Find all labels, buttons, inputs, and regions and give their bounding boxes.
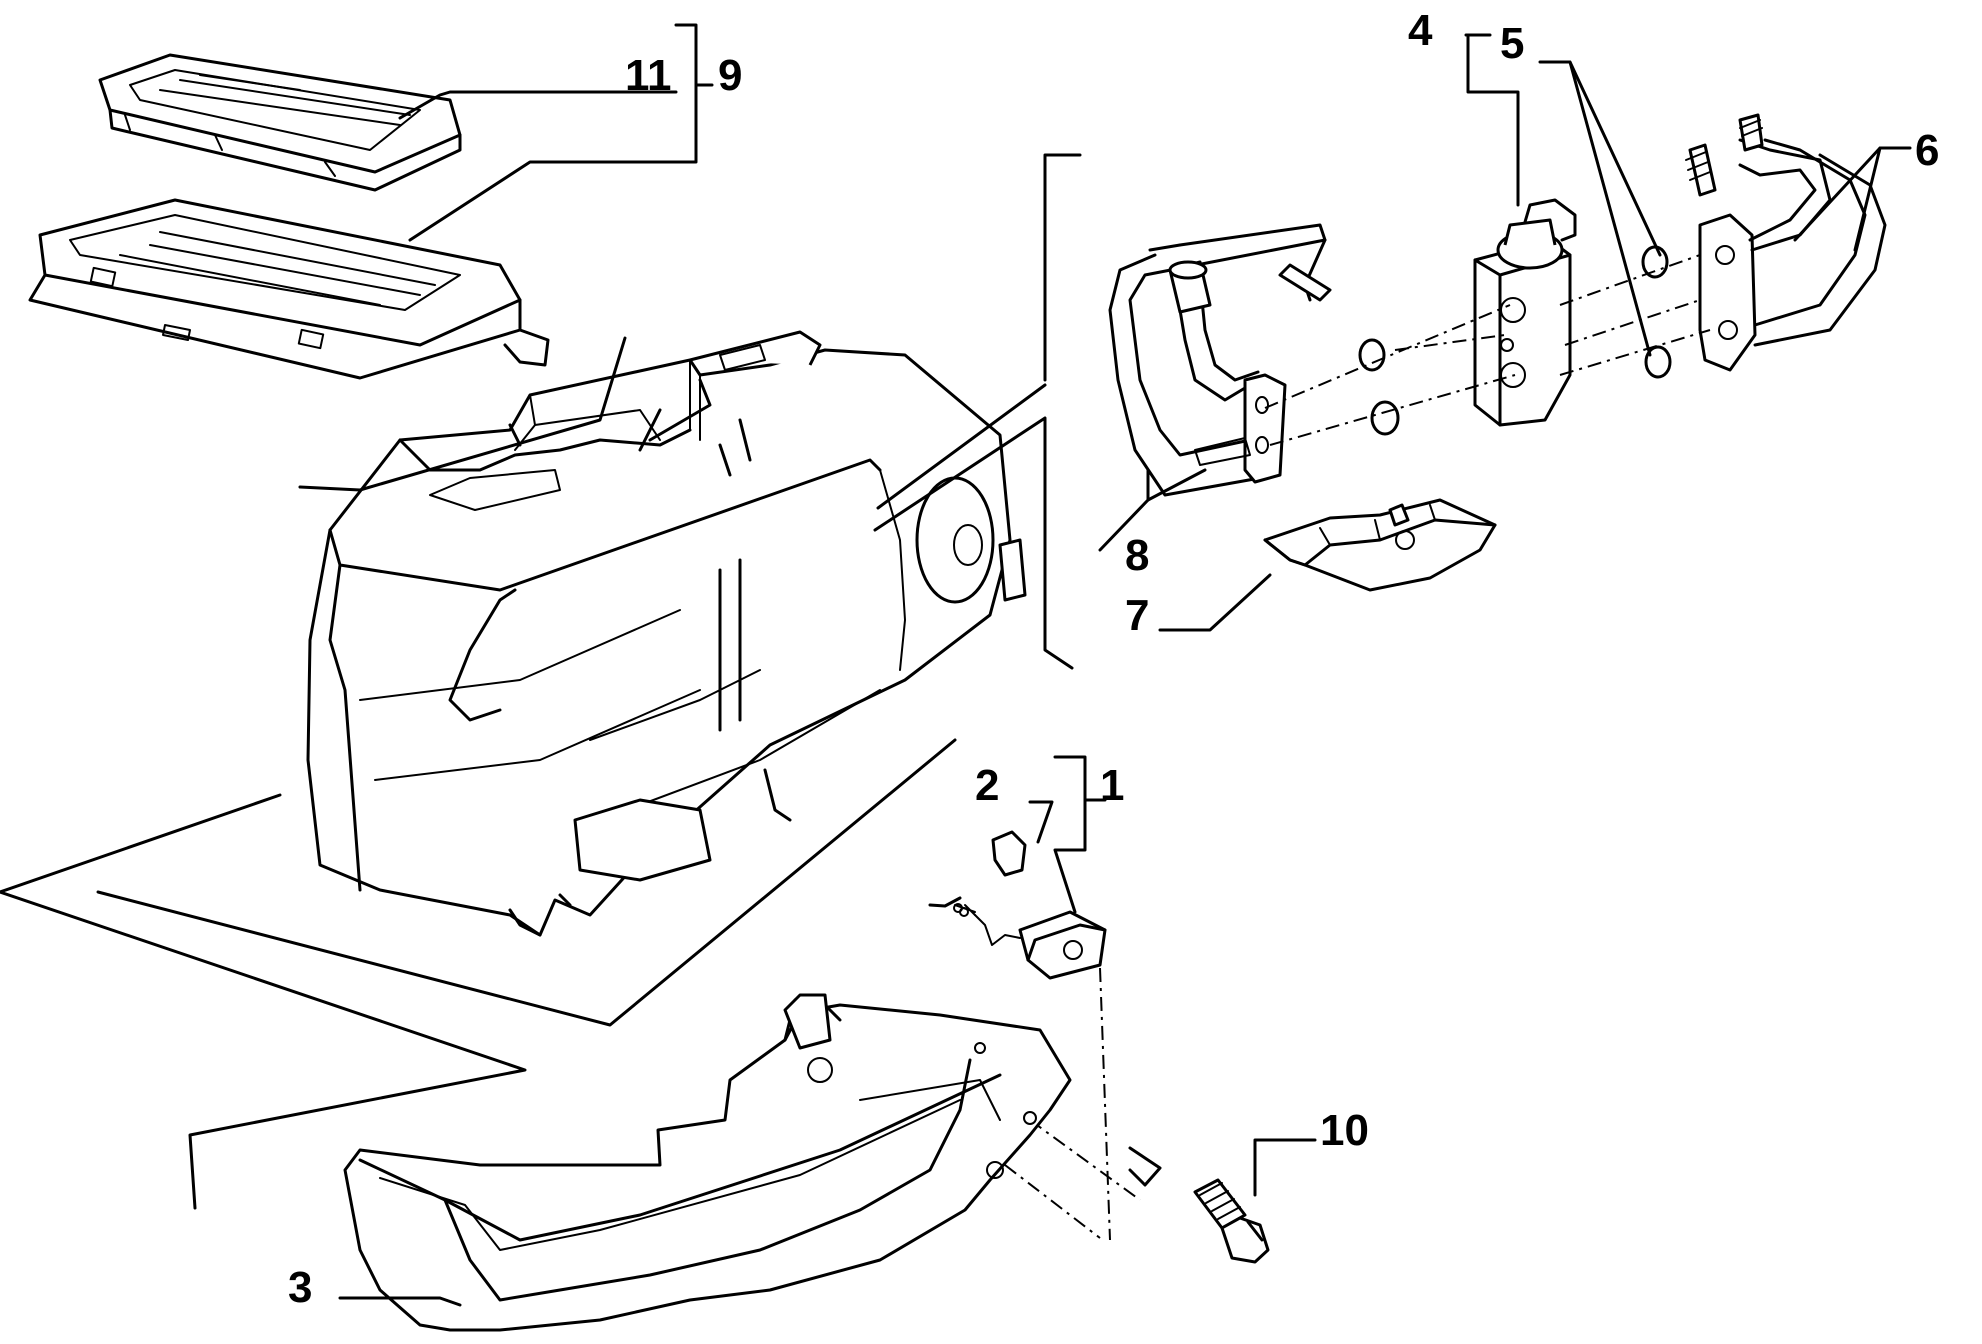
- callout-1: 1: [1100, 761, 1124, 810]
- part-10-bolt: [1193, 1178, 1270, 1264]
- callout-10: 10: [1320, 1106, 1369, 1155]
- callout-3: 3: [288, 1263, 312, 1312]
- callout-2: 2: [975, 761, 999, 810]
- part-3-drain-tray: [343, 993, 1072, 1332]
- part-9-filter-housing: [28, 198, 550, 380]
- part-11-filter-cover: [98, 53, 462, 192]
- bracket-1-2: [1028, 755, 1107, 914]
- part-2-clip: [991, 830, 1027, 877]
- part-7-bracket: [1263, 498, 1497, 592]
- leader-lines-main: [0, 153, 1082, 1210]
- callout-8: 8: [1125, 531, 1149, 580]
- callout-11: 11: [625, 51, 672, 100]
- part-1-switch: [928, 896, 1107, 980]
- callout-9: 9: [718, 51, 742, 100]
- part-6-pipes: [1685, 113, 1887, 372]
- callout-4: 4: [1408, 6, 1433, 55]
- leader-lines-callouts: [338, 33, 1912, 1307]
- bracket-9-11: [398, 23, 714, 242]
- callout-6: 6: [1915, 126, 1939, 175]
- part-5-o-rings: [1641, 245, 1672, 379]
- callout-labels: 1 2 3 4 5 6 7 8 9 10 11: [288, 6, 1939, 1312]
- callout-5: 5: [1500, 19, 1524, 68]
- part-8-pipe: [1108, 223, 1332, 497]
- alignment-lines: [1004, 254, 1711, 1241]
- part-hvac-unit: [306, 330, 1027, 937]
- callout-7: 7: [1125, 591, 1149, 640]
